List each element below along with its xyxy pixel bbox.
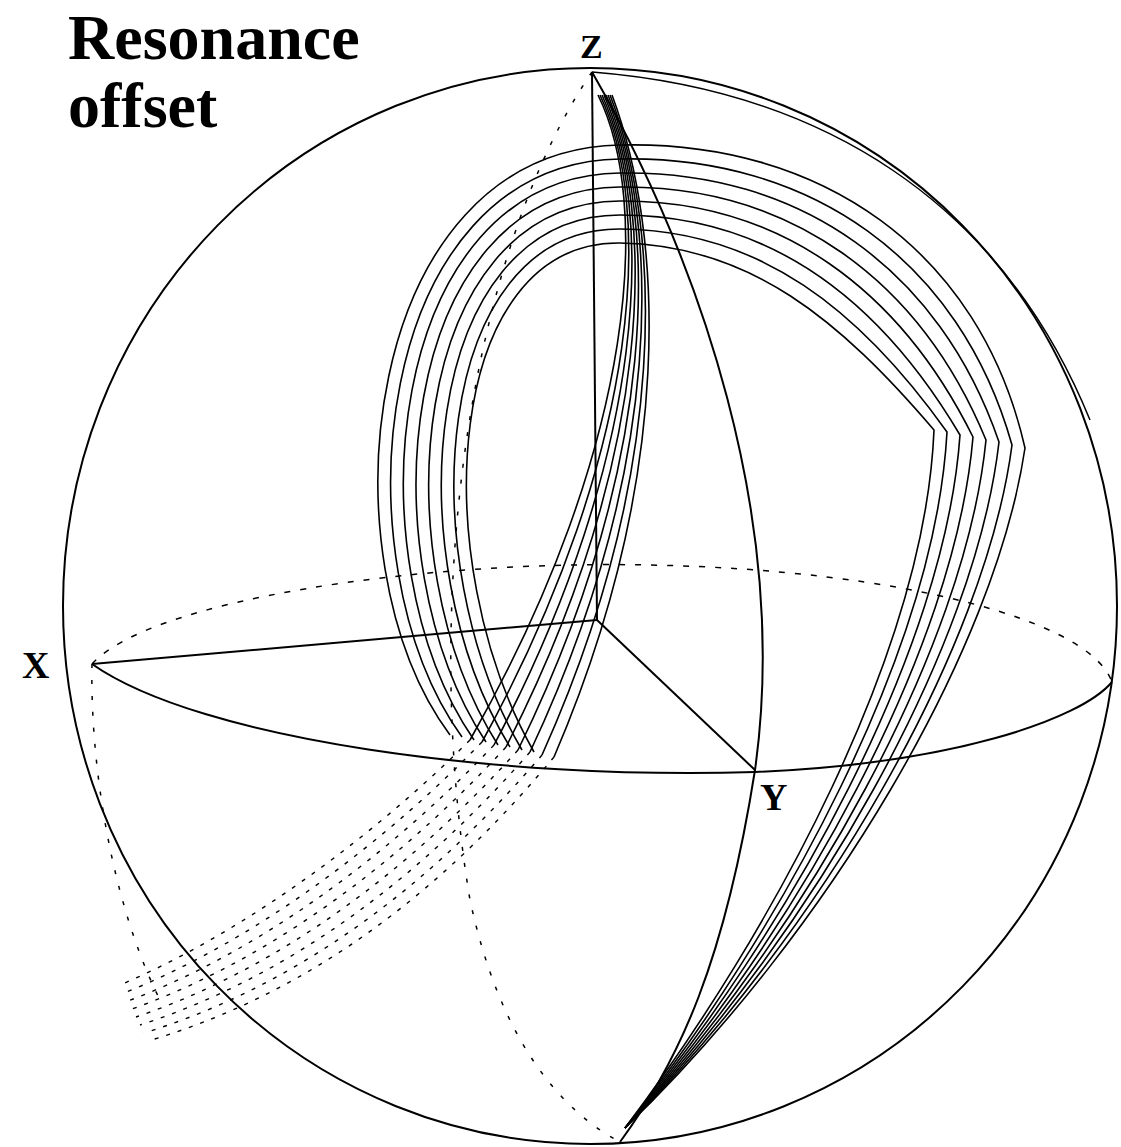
trajectory	[136, 750, 518, 1017]
trajectory-bundle	[378, 95, 1025, 1128]
trajectory	[403, 173, 999, 1128]
outer-arc	[592, 72, 1090, 420]
trajectory	[454, 229, 947, 1128]
trajectory	[542, 95, 645, 755]
y-axis	[597, 620, 755, 770]
trajectory	[482, 95, 629, 742]
trajectory	[120, 740, 470, 985]
yz-meridian	[592, 72, 763, 1142]
trajectory	[144, 755, 542, 1033]
trajectory	[140, 752, 530, 1025]
back-meridian	[92, 664, 160, 1000]
trajectory	[441, 215, 960, 1128]
trajectory	[530, 95, 642, 752]
trajectory-back	[120, 740, 554, 1041]
equator-front	[92, 664, 1112, 773]
trajectory	[466, 243, 934, 1128]
trajectory	[506, 95, 635, 747]
trajectory	[132, 747, 506, 1009]
trajectory	[391, 159, 1012, 1128]
back-meridian	[451, 72, 620, 1142]
trajectory	[470, 95, 626, 740]
axis-label: Z	[578, 30, 605, 64]
axis-label: X	[20, 646, 51, 684]
trajectory	[124, 742, 482, 993]
trajectory	[429, 201, 973, 1128]
trajectory	[378, 145, 1025, 1128]
trajectory	[416, 187, 986, 1128]
equator-back	[92, 565, 1112, 682]
axis-label: Y	[758, 778, 789, 816]
figure-title: Resonance offset	[68, 4, 428, 140]
sphere-outline	[63, 68, 1117, 1144]
trajectory	[148, 757, 554, 1041]
trajectory	[128, 745, 494, 1001]
